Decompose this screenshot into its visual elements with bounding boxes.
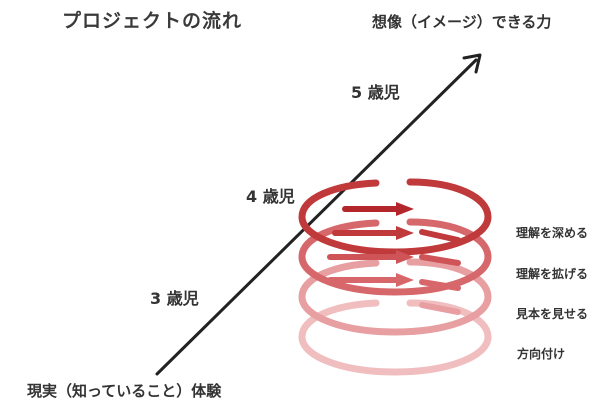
spiral-ring-2: [298, 218, 492, 296]
step-broaden-understanding: 理解を拡げる: [515, 267, 588, 281]
axis-bottom-label: 現実（知っていること）体験: [27, 382, 222, 400]
step-deepen-understanding: 理解を深める: [515, 226, 588, 240]
age-5-label: 5 歳児: [351, 83, 400, 102]
spiral: [298, 178, 492, 376]
age-3-label: 3 歳児: [150, 289, 199, 308]
spiral-ring-3: [298, 258, 492, 336]
diagram-title: プロジェクトの流れ: [62, 10, 243, 32]
spiral-ring-4: [298, 299, 492, 376]
spiral-arrowhead-1: [396, 202, 414, 216]
axis-top-label: 想像（イメージ）できる力: [372, 13, 552, 31]
spiral-arrowhead-4: [396, 273, 414, 287]
age-4-label: 4 歳児: [246, 187, 295, 206]
step-show-example: 見本を見せる: [515, 307, 588, 321]
spiral-arrowhead-2: [396, 226, 414, 240]
growth-arrow: [155, 53, 482, 376]
step-give-direction: 方向付け: [516, 347, 565, 361]
spiral-arrowhead-3: [396, 250, 414, 264]
spiral-ring-1: [298, 178, 492, 256]
